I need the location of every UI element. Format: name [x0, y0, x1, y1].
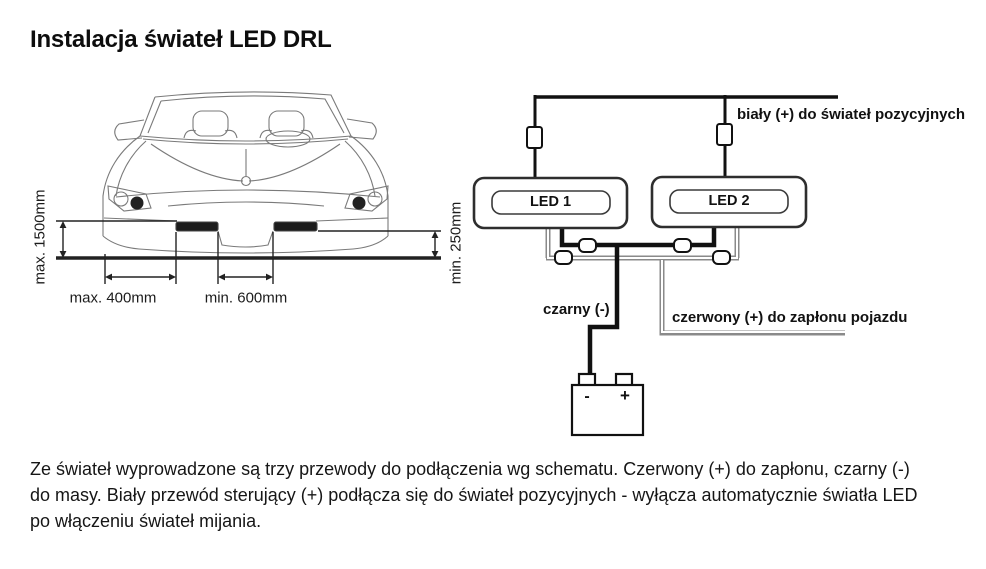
car-headlight-left-outer-lamp — [113, 191, 129, 207]
dim-max-height-label: max. 1500mm — [31, 189, 49, 285]
car-badge — [240, 175, 252, 187]
car-bumper-lip — [102, 235, 389, 254]
led2-window — [669, 189, 789, 214]
car-grille-top — [167, 201, 325, 207]
wire-connectors — [526, 123, 733, 265]
car-fender-left — [115, 140, 147, 197]
dim-min-width-label: min. 600mm — [204, 289, 288, 307]
black-wire-label: czarny (-) — [543, 301, 610, 318]
car-headlight-right-outer-lamp — [367, 191, 383, 207]
car-mirror-right — [346, 118, 377, 140]
description-line-2: do masy. Biały przewód sterujący (+) pod… — [30, 485, 918, 505]
car-headrest-left — [192, 110, 229, 137]
battery — [570, 372, 645, 437]
dimension-annotations — [56, 220, 441, 284]
black-wire-to-battery — [587, 245, 620, 376]
wiring-diagram — [472, 95, 845, 437]
page-title: Instalacja świateł LED DRL — [30, 26, 332, 53]
car-fender-right — [344, 140, 376, 197]
car-center-intake — [217, 230, 274, 248]
car-seat-left — [183, 129, 238, 139]
white-wire-label: biały (+) do świateł pozycyjnych — [737, 106, 965, 123]
battery-plus-label: + — [620, 386, 630, 405]
led1-label: LED 1 — [529, 194, 572, 210]
car-steering-wheel — [265, 130, 311, 148]
led1-window — [491, 190, 611, 215]
car-windshield-inner — [147, 95, 345, 134]
car-headlight-right — [344, 185, 389, 212]
arrowheads — [59, 221, 439, 281]
car-headlight-left — [107, 185, 152, 212]
red-wire-label: czerwony (+) do zapłonu pojazdu — [672, 309, 908, 326]
led2-label: LED 2 — [708, 193, 750, 209]
car-headlight-right-inner-lamp — [352, 196, 366, 210]
car-mirror-left — [114, 119, 145, 141]
black-bus — [559, 228, 717, 248]
car-body-right — [350, 135, 389, 236]
car-seat-right — [259, 129, 314, 139]
car-headrest-right — [268, 110, 305, 137]
car-hood-edge — [115, 189, 381, 198]
car-headlight-left-inner-lamp — [130, 196, 144, 210]
car-led-strip-left — [175, 221, 219, 232]
car-cowl — [139, 135, 352, 145]
description-line-3: po włączeniu świateł mijania. — [30, 511, 262, 531]
description-line-1: Ze świateł wyprowadzone są trzy przewody… — [30, 459, 910, 479]
car-hood-crease-left — [150, 143, 244, 182]
car-body-left — [102, 135, 141, 236]
red-wire-gray-outline — [545, 228, 845, 336]
black-wires — [533, 95, 838, 376]
led-modules — [472, 175, 808, 230]
dim-max-width-label: max. 400mm — [69, 289, 157, 307]
car-windshield — [139, 91, 352, 137]
battery-body — [570, 383, 645, 437]
dim-min-height-label: min. 250mm — [447, 201, 465, 285]
car-hood-crease-right — [248, 143, 341, 182]
car-illustration — [102, 91, 389, 254]
battery-minus-label: - — [584, 388, 590, 405]
car-led-strip-right — [273, 221, 318, 232]
